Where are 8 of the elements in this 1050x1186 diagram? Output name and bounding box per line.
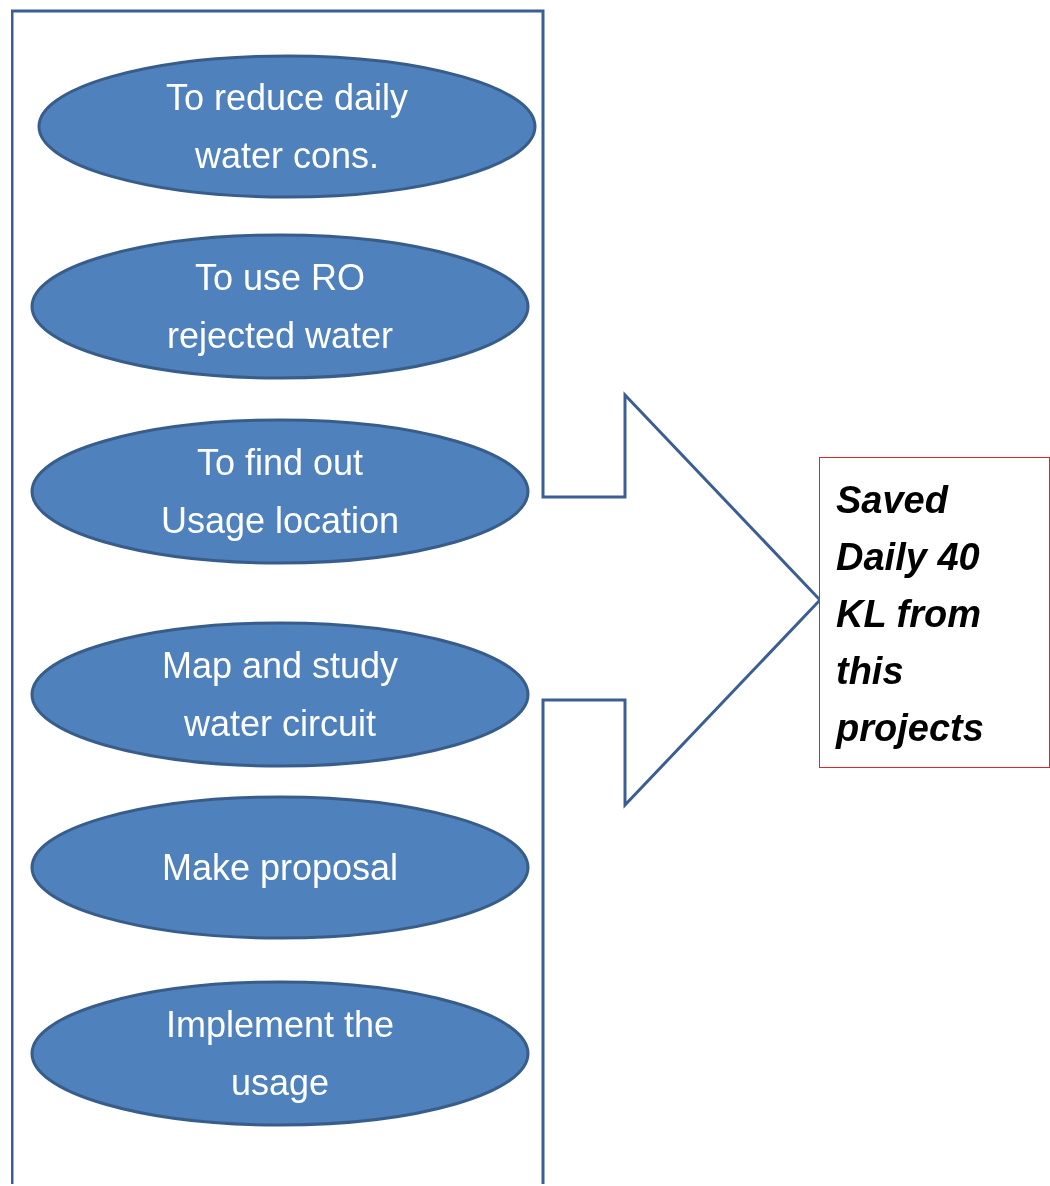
step-label: To find out Usage location <box>159 440 401 543</box>
step-label: Make proposal <box>160 845 400 890</box>
result-box <box>819 457 1050 768</box>
step-label: Implement the usage <box>164 1002 396 1105</box>
step-label: To reduce daily water cons. <box>164 75 410 178</box>
step-label: To use RO rejected water <box>165 255 395 358</box>
result-text: Saved Daily 40 KL from this projects <box>836 478 985 751</box>
step-label: Map and study water circuit <box>160 643 400 746</box>
